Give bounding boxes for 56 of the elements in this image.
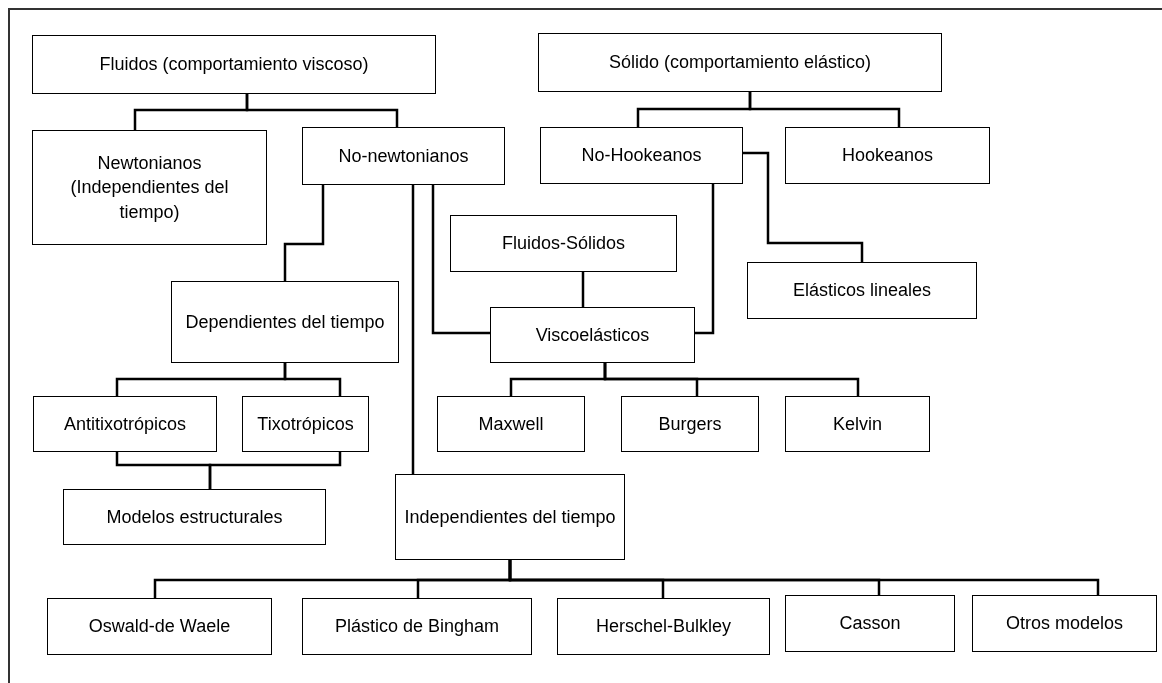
category-box: [538, 33, 942, 92]
connector-line: [411, 185, 415, 474]
category-box: [557, 598, 770, 655]
category-box: [785, 396, 930, 452]
category-box: [32, 130, 267, 245]
box-label: Casson: [839, 612, 901, 636]
connector-line: [283, 185, 325, 281]
category-box: [47, 598, 272, 655]
category-box: [490, 307, 695, 363]
box-label: Hookeanos: [841, 144, 934, 168]
category-box: [242, 396, 369, 452]
connector-line: [245, 94, 399, 127]
box-label: No-newtonianos: [338, 144, 469, 168]
category-box: [785, 595, 955, 652]
box-label: Elásticos lineales: [792, 279, 932, 303]
box-label: Burgers: [658, 412, 722, 436]
box-label: Otros modelos: [1005, 612, 1123, 636]
box-label: Sólido (comportamiento elástico): [608, 51, 872, 75]
box-label: No-Hookeanos: [581, 144, 702, 168]
category-box: [450, 215, 677, 272]
box-label: Independientes del tiempo: [404, 505, 616, 529]
connector-line: [431, 185, 490, 335]
category-box: [785, 127, 990, 184]
category-box: [302, 598, 532, 655]
connector-line: [581, 272, 585, 307]
box-label: Herschel-Bulkley: [595, 615, 731, 639]
box-label: Viscoelásticos: [535, 323, 650, 347]
category-box: [33, 396, 217, 452]
box-label: Plástico de Bingham: [334, 615, 500, 639]
box-label: Dependientes del tiempo: [185, 310, 385, 334]
connector-line: [695, 184, 715, 335]
category-box: [747, 262, 977, 319]
category-box: [302, 127, 505, 185]
category-box: [437, 396, 585, 452]
category-box: [395, 474, 625, 560]
box-label: Oswald-de Waele: [88, 615, 231, 639]
box-label: Fluidos (comportamiento viscoso): [99, 53, 369, 77]
category-box: [32, 35, 436, 94]
category-box: [540, 127, 743, 184]
box-label: Modelos estructurales: [106, 505, 283, 529]
box-label: Fluidos-Sólidos: [501, 232, 626, 256]
category-box: [972, 595, 1157, 652]
box-label: Tixotrópicos: [257, 412, 354, 436]
category-box: [171, 281, 399, 363]
box-label: Newtonianos (Independientes del tiempo): [69, 152, 230, 224]
box-label: Maxwell: [478, 412, 544, 436]
connector-line: [283, 363, 342, 396]
connector-line: [508, 560, 1100, 595]
connector-line: [743, 151, 864, 262]
box-label: Kelvin: [833, 412, 882, 436]
category-box: [63, 489, 326, 545]
category-box: [621, 396, 759, 452]
box-label: Antitixotrópicos: [63, 412, 187, 436]
connector-line: [748, 92, 901, 127]
connector-line: [208, 452, 342, 489]
connector-line: [603, 363, 860, 396]
